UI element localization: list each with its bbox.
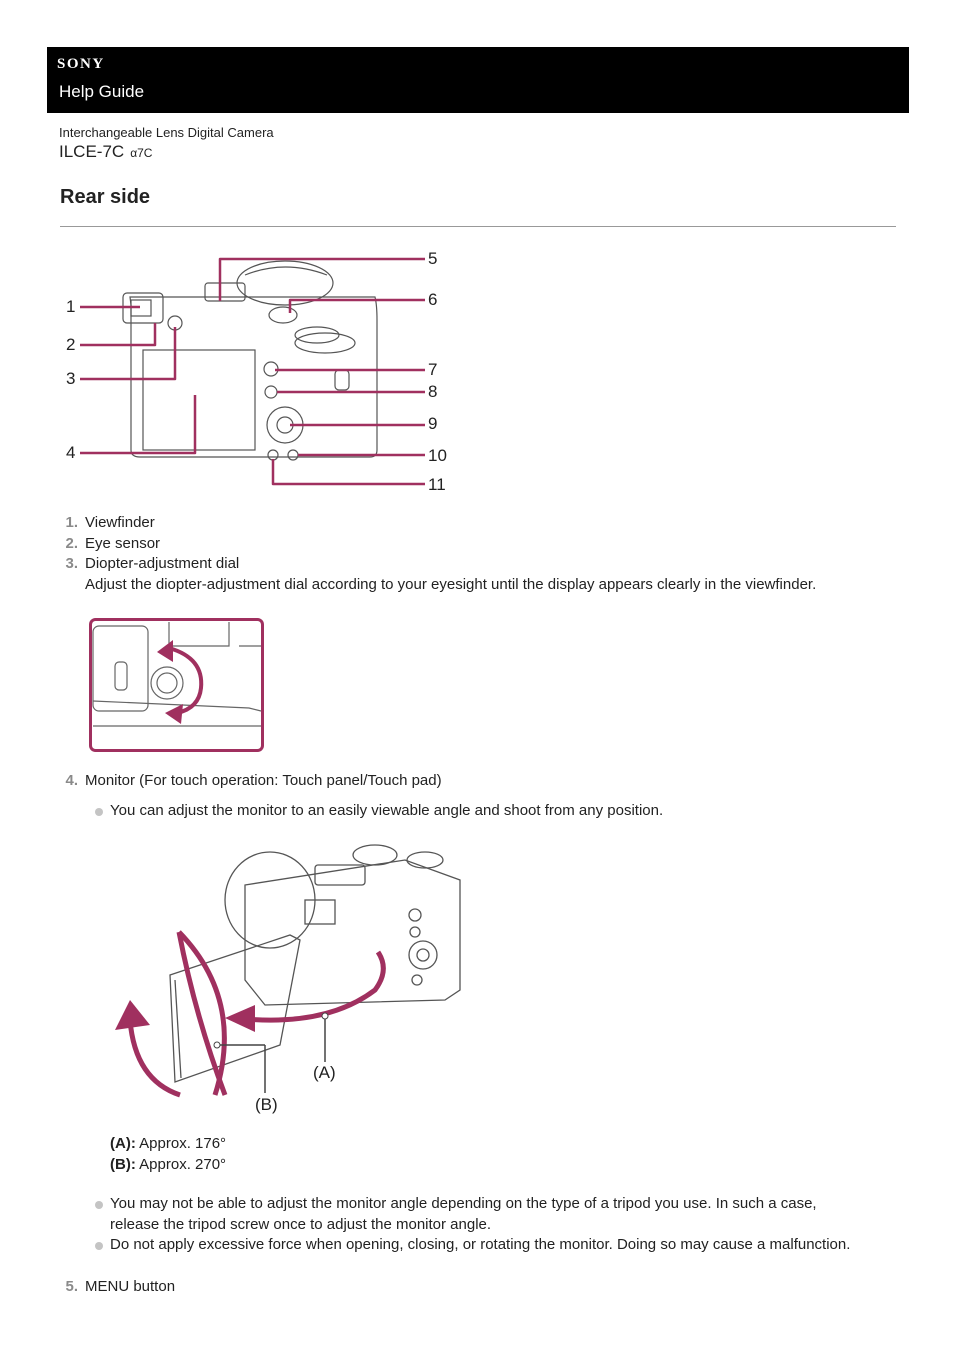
model-number: ILCE-7C — [59, 142, 125, 161]
callout-3: 3 — [66, 369, 76, 388]
callout-1: 1 — [66, 297, 76, 316]
diopter-dial-illustration — [89, 618, 264, 752]
angle-b-value: Approx. 270° — [135, 1156, 227, 1173]
model-alt-name: α7C — [130, 146, 153, 160]
bullet-dot — [95, 1242, 103, 1250]
page-title: Rear side — [60, 186, 151, 208]
title-divider — [60, 226, 896, 227]
site-header: SONY Help Guide — [47, 47, 909, 113]
item-label-diopter-dial: Diopter-adjustment dial — [85, 555, 240, 572]
callout-11: 11 — [428, 475, 446, 494]
angle-b: (B): Approx. 270° — [110, 1156, 226, 1173]
sony-logo[interactable]: SONY — [57, 56, 105, 72]
bullet-force-warning: Do not apply excessive force when openin… — [110, 1236, 851, 1253]
item-number-2: 2. — [65, 535, 78, 552]
figure-label-a: (A) — [313, 1063, 336, 1082]
bullet-dot — [95, 808, 103, 816]
bullet-tripod-note: You may not be able to adjust the monito… — [110, 1195, 817, 1212]
angle-b-key: (B): — [110, 1156, 136, 1173]
callout-5: 5 — [428, 249, 438, 268]
bullet-tripod-note-cont: release the tripod screw once to adjust … — [110, 1216, 492, 1233]
product-model: ILCE-7C α7C — [59, 142, 152, 162]
monitor-rotation-illustration — [115, 844, 461, 1098]
callout-8: 8 — [428, 382, 438, 401]
callout-10: 10 — [428, 446, 447, 465]
item-number-1: 1. — [65, 514, 78, 531]
rear-camera-diagram — [80, 257, 425, 486]
product-category: Interchangeable Lens Digital Camera — [59, 125, 274, 140]
angle-a: (A): Approx. 176° — [110, 1135, 226, 1152]
callout-2: 2 — [66, 335, 76, 354]
item-label-monitor: Monitor (For touch operation: Touch pane… — [85, 772, 442, 789]
callout-6: 6 — [428, 290, 438, 309]
item-desc-diopter-dial: Adjust the diopter-adjustment dial accor… — [85, 576, 817, 593]
item-number-5: 5. — [65, 1278, 78, 1295]
help-guide-title[interactable]: Help Guide — [59, 82, 145, 101]
item-label-menu-button: MENU button — [85, 1278, 176, 1295]
angle-a-key: (A): — [110, 1135, 136, 1152]
callout-9: 9 — [428, 414, 438, 433]
bullet-monitor-angle: You can adjust the monitor to an easily … — [110, 802, 664, 819]
item-number-3: 3. — [65, 555, 78, 572]
bullet-dot — [95, 1201, 103, 1209]
item-number-4: 4. — [65, 772, 78, 789]
angle-a-value: Approx. 176° — [135, 1135, 227, 1152]
callout-4: 4 — [66, 443, 76, 462]
item-label-eye-sensor: Eye sensor — [85, 535, 161, 552]
callout-7: 7 — [428, 360, 438, 379]
figure-label-b: (B) — [255, 1095, 278, 1114]
item-label-viewfinder: Viewfinder — [85, 514, 155, 531]
